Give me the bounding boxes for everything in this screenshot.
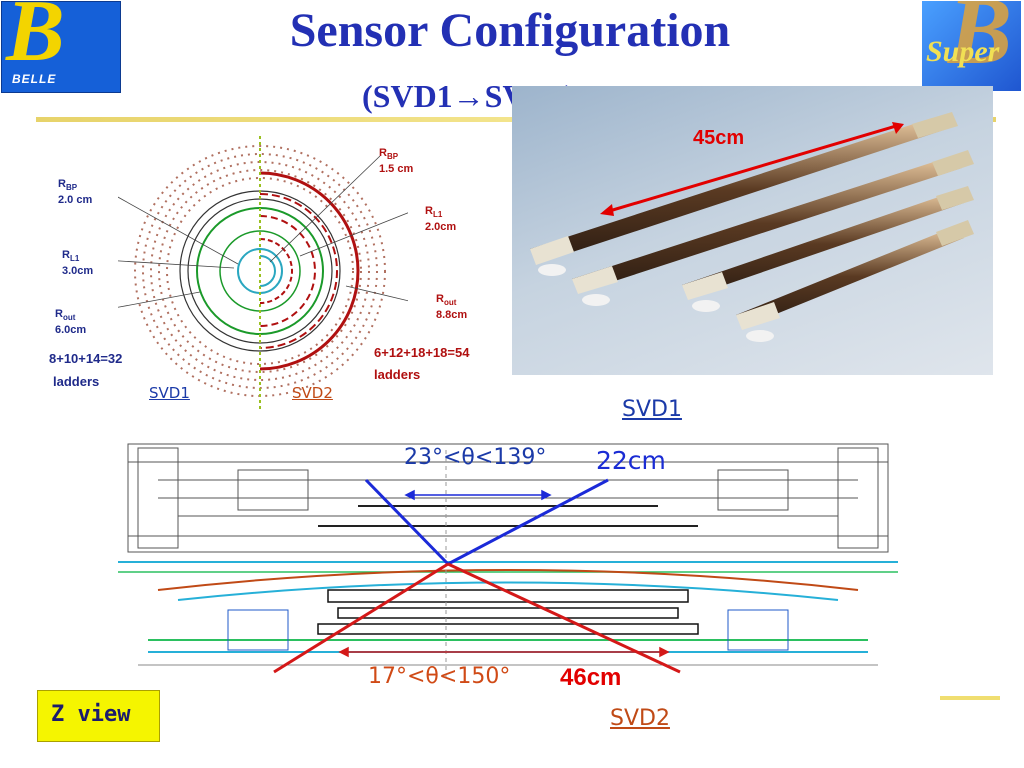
svd1-ladder-sum: 8+10+14=32 (49, 351, 123, 366)
ladder-3 (682, 186, 974, 312)
svd2-length-arrow (338, 646, 670, 658)
z-view-label: Z view (51, 702, 131, 727)
ladder-2 (572, 150, 974, 306)
slide-title: Sensor Configuration (289, 4, 731, 57)
ladder-photo-drawing (530, 112, 974, 342)
svd2-half (259, 171, 360, 371)
super-logo-text: Super (926, 35, 1000, 68)
ladder-photo (512, 86, 993, 375)
svd2-ladder-sum: 6+12+18+18=54 (374, 345, 470, 360)
length-arrow (600, 122, 904, 216)
super-belle-logo: B Super (922, 1, 1021, 91)
svd2-structure (118, 561, 898, 666)
z-view-drawing (118, 443, 898, 680)
svd1-length: 22cm (596, 446, 666, 475)
leader-lines (118, 155, 408, 308)
svd1-z-tag: SVD1 (622, 397, 682, 422)
svd1-acceptance-lines (364, 478, 609, 566)
svd1-rphi-tag: SVD1 (149, 384, 190, 402)
ladder-length-label: 45cm (693, 127, 745, 149)
svd1-structure (127, 443, 889, 553)
super-logo-letter: B (948, 1, 1013, 84)
ladder-4 (736, 220, 974, 342)
belle-logo: B BELLE (1, 1, 121, 93)
svd1-ladder-word: ladders (53, 374, 100, 389)
z-view-box: Z view (37, 690, 160, 742)
svd2-acceptance-lines (273, 562, 681, 674)
svd2-length: 46cm (560, 664, 622, 691)
svd2-rphi-tag: SVD2 (292, 384, 333, 402)
footer-rule (940, 696, 1000, 700)
svd1-angle-range: 23°<θ<139° (404, 445, 547, 470)
svd1-length-arrow (404, 489, 552, 501)
svd2-z-tag: SVD2 (610, 706, 670, 731)
belle-logo-caption: BELLE (12, 72, 57, 86)
rphi-cross-section (118, 136, 408, 412)
svd2-angle-range: 17°<θ<150° (368, 664, 511, 689)
svd2-ladder-word: ladders (374, 367, 421, 382)
ladder-1 (530, 112, 958, 276)
belle-logo-letter: B (6, 1, 65, 80)
